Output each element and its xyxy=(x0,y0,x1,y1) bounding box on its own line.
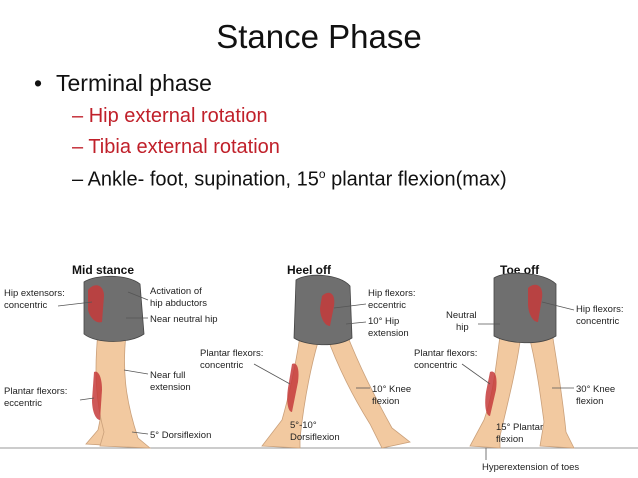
sub-item-text: Tibia external rotation xyxy=(88,136,280,158)
panel-heel-off: Heel off Hip flexors: eccentric 10° Hip … xyxy=(200,263,416,449)
figure-label: 10° Knee xyxy=(372,384,411,395)
sub-item-ankle: – Ankle- foot, supination, 15o plantar f… xyxy=(72,167,507,191)
figure-label: 30° Knee xyxy=(576,384,615,395)
figure-label: Hyperextension of toes xyxy=(482,462,579,473)
figure-label: Plantar flexors: xyxy=(414,348,477,359)
front-leg xyxy=(527,331,575,449)
sub-item-hip: – Hip external rotation xyxy=(72,105,268,127)
figure-label: extension xyxy=(150,382,191,393)
plantar-flexor-muscle xyxy=(92,371,102,420)
hip-extensor-muscle xyxy=(88,285,104,323)
figure-label: Hip extensors: xyxy=(4,288,65,299)
leader-line xyxy=(333,303,367,309)
figure-label: hip xyxy=(456,322,469,333)
leader-line xyxy=(79,397,95,401)
figure-label: flexion xyxy=(576,396,603,407)
figure-label: eccentric xyxy=(368,300,406,311)
gait-illustration: Mid stance Hip extensors: concentric Act… xyxy=(0,263,638,473)
sub-item-text: plantar flexion(max) xyxy=(325,168,507,191)
figure-label: 10° Hip xyxy=(368,316,399,327)
leader-line xyxy=(57,301,93,307)
figure-label: concentric xyxy=(414,360,458,371)
figure-label: Neutral xyxy=(446,310,477,321)
sub-item-tibia: – Tibia external rotation xyxy=(72,136,280,158)
panel-heading: Heel off xyxy=(287,263,332,277)
slide-title: Stance Phase xyxy=(216,18,422,55)
degree-superscript: o xyxy=(318,167,326,181)
shorts xyxy=(493,272,557,344)
figure-label: Plantar flexors: xyxy=(4,386,67,397)
sub-item-text: Hip external rotation xyxy=(88,105,268,127)
figure-label: flexion xyxy=(496,434,523,445)
figure-label: Near full xyxy=(150,370,185,381)
leader-line xyxy=(123,369,149,375)
figure-label: Dorsiflexion xyxy=(290,432,340,443)
figure-label: concentric xyxy=(4,300,48,311)
front-leg xyxy=(325,331,411,449)
figure-label: Hip flexors: xyxy=(368,288,416,299)
panel-heading: Mid stance xyxy=(72,263,134,277)
front-leg xyxy=(95,331,152,449)
plantar-flexor-muscle xyxy=(287,363,299,412)
figure-label: hip abductors xyxy=(150,298,207,309)
figure-label: extension xyxy=(368,328,409,339)
leader-line xyxy=(461,363,491,385)
bullet-item: • Terminal phase xyxy=(34,70,507,97)
figure-label: flexion xyxy=(372,396,399,407)
figure-label: concentric xyxy=(576,316,620,327)
hip-flexor-muscle xyxy=(528,284,543,322)
leader-line xyxy=(541,301,575,311)
leader-line xyxy=(345,321,367,325)
figure-label: Plantar flexors: xyxy=(200,348,263,359)
leader-line xyxy=(127,291,149,301)
bullet-dot: • xyxy=(34,70,43,96)
leader-line xyxy=(253,363,291,385)
bullet-list: •Terminal phase – Hip external rotation … xyxy=(34,70,507,200)
figure-label: 5°-10° xyxy=(290,420,317,431)
figure-label: eccentric xyxy=(4,398,42,409)
figure-label: concentric xyxy=(200,360,244,371)
figure-label: 5° Dorsiflexion xyxy=(150,430,211,441)
bullet-text: Terminal phase xyxy=(56,70,212,96)
figure-label: 15° Plantar xyxy=(496,422,543,433)
sub-item-text: Ankle- foot, supination, 15 xyxy=(87,168,319,191)
figure-label: Near neutral hip xyxy=(150,314,218,325)
leader-line xyxy=(131,431,149,435)
panel-mid-stance: Mid stance Hip extensors: concentric Act… xyxy=(4,263,218,449)
hip-flexor-muscle xyxy=(320,292,335,326)
figure-label: Hip flexors: xyxy=(576,304,624,315)
panel-toe-off: Toe off Neutral hip Plantar flexors: con… xyxy=(414,263,624,473)
figure-label: Activation of xyxy=(150,286,202,297)
